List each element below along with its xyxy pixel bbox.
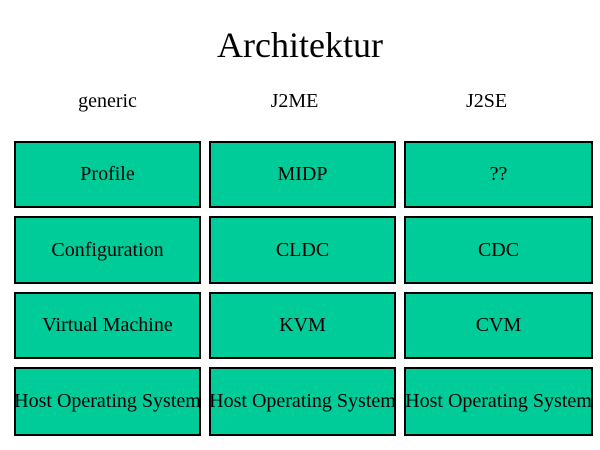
box-unknown: ?? xyxy=(404,141,593,208)
column-header-row: generic J2ME J2SE xyxy=(14,88,593,114)
box-host-os-j2me: Host Operating System xyxy=(209,367,396,436)
column-header-j2se: J2SE xyxy=(465,89,508,112)
box-host-os-j2se: Host Operating System xyxy=(404,367,593,436)
column-header-j2me: J2ME xyxy=(270,89,319,112)
box-cdc: CDC xyxy=(404,216,593,284)
box-virtual-machine: Virtual Machine xyxy=(14,292,201,359)
slide-title: Architektur xyxy=(217,25,383,65)
box-midp: MIDP xyxy=(209,141,396,208)
architecture-grid: Profile MIDP ?? Configuration CLDC CDC V… xyxy=(14,141,593,436)
box-kvm: KVM xyxy=(209,292,396,359)
column-header-generic: generic xyxy=(78,89,137,112)
box-cldc: CLDC xyxy=(209,216,396,284)
box-configuration: Configuration xyxy=(14,216,201,284)
box-cvm: CVM xyxy=(404,292,593,359)
box-host-os-generic: Host Operating System xyxy=(14,367,201,436)
box-profile: Profile xyxy=(14,141,201,208)
